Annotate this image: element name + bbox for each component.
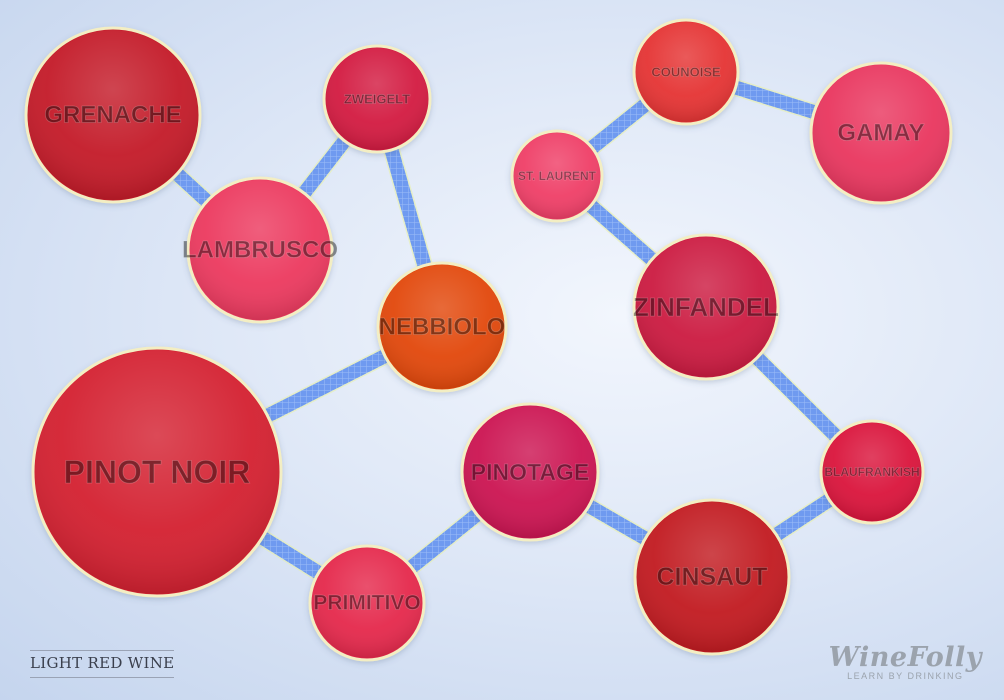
node-cinsaut: CINSAUT [633,498,791,656]
node-label: PINOT NOIR [64,454,251,490]
nodes-layer: GRENACHE ZWEIGELT LAMBRUSCO NEBBIOLO PINOT N… [24,18,953,662]
node-grenache: GRENACHE [24,26,202,204]
node-label: PRIMITIVO [313,592,420,615]
node-label: LAMBRUSCO [182,237,338,264]
node-label: NEBBIOLO [379,314,506,341]
winefolly-logo: WineFolly LEARN BY DRINKING [828,642,982,682]
node-label: GRENACHE [44,102,181,129]
node-counoise: COUNOISE [632,18,740,126]
category-label: LIGHT RED WINE [30,650,175,678]
node-zinfandel: ZINFANDEL [632,233,780,381]
node-nebbiolo: NEBBIOLO [376,261,508,393]
node-label: CINSAUT [656,563,767,591]
node-label: PINOTAGE [471,459,589,485]
node-primitivo: PRIMITIVO [308,544,426,662]
node-st-laurent: ST. LAURENT [510,129,604,223]
node-lambrusco: LAMBRUSCO [182,176,338,324]
node-label: GAMAY [837,120,924,147]
node-pinotage: PINOTAGE [460,402,600,542]
node-zweigelt: ZWEIGELT [322,44,432,154]
node-label: ZINFANDEL [633,292,779,322]
node-gamay: GAMAY [809,61,953,205]
node-label: BLAUFRANKISH [824,465,919,479]
node-blaufrankish: BLAUFRANKISH [819,419,925,525]
logo-tagline: LEARN BY DRINKING [847,671,964,681]
node-label: ZWEIGELT [344,92,410,107]
node-label: ST. LAURENT [518,169,597,183]
node-label: COUNOISE [651,65,721,80]
node-pinot-noir: PINOT NOIR [31,346,283,598]
logo-wordmark: WineFolly [828,642,982,673]
